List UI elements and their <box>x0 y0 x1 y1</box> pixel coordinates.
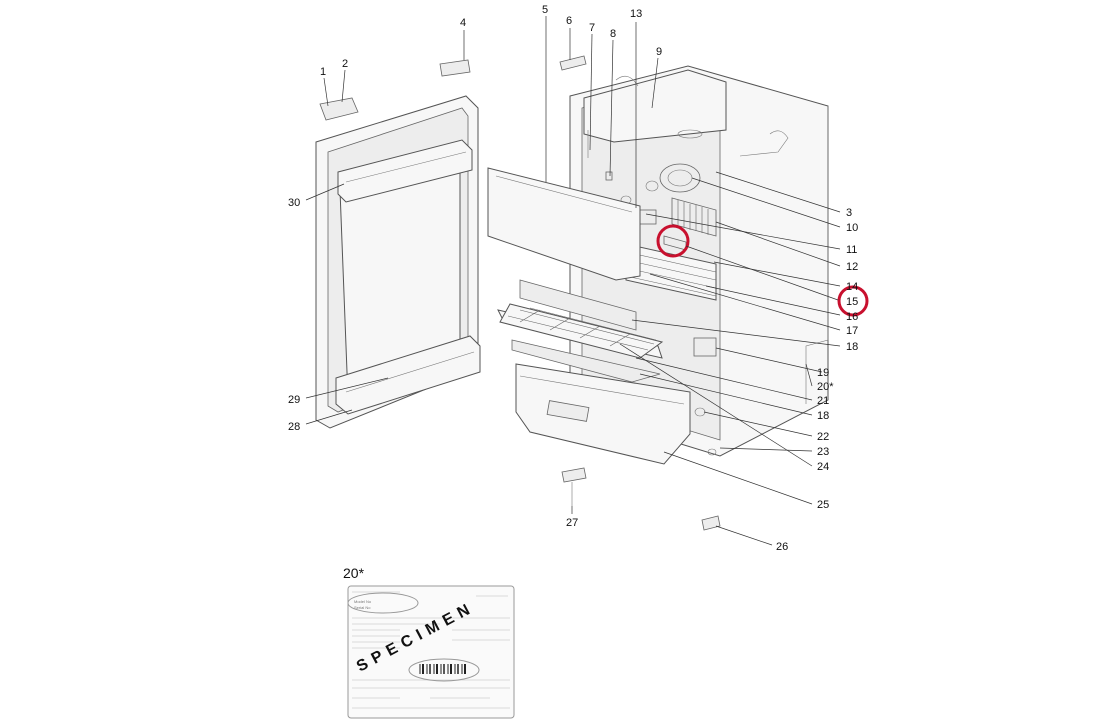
callout-8: 8 <box>610 28 616 40</box>
callout-18-upper: 18 <box>846 341 858 353</box>
callout-1: 1 <box>320 66 326 78</box>
highlight-circle-callout-15 <box>837 285 869 317</box>
callout-3: 3 <box>846 207 852 219</box>
callout-13: 13 <box>630 8 642 20</box>
callout-4: 4 <box>460 17 466 29</box>
callout-23: 23 <box>817 446 829 458</box>
inner-wire-shelf <box>625 243 717 301</box>
callout-6: 6 <box>566 15 572 27</box>
main-wire-shelf <box>497 303 664 359</box>
callout-15: 15 <box>846 296 858 308</box>
callout-11: 11 <box>846 244 857 256</box>
callout-30: 30 <box>288 197 300 209</box>
model-serial-oval <box>347 592 419 614</box>
callout-10: 10 <box>846 222 858 234</box>
callout-14: 14 <box>846 281 858 293</box>
callout-12: 12 <box>846 261 858 273</box>
callout-2: 2 <box>342 58 348 70</box>
callout-27: 27 <box>566 517 578 529</box>
model-no-label: Model No <box>354 599 372 604</box>
callout-29: 29 <box>288 394 300 406</box>
door-assembly <box>315 59 481 429</box>
callout-labels: 1 2 4 5 6 7 8 9 13 30 3 10 11 12 14 15 1… <box>288 4 858 553</box>
callout-28: 28 <box>288 421 300 433</box>
rating-plate: 20* Model No Serial No <box>343 565 515 719</box>
callout-26: 26 <box>776 541 788 553</box>
callout-24: 24 <box>817 461 829 473</box>
callout-22: 22 <box>817 431 829 443</box>
serial-no-label: Serial No <box>354 605 371 610</box>
barcode <box>419 664 466 674</box>
callout-25: 25 <box>817 499 829 511</box>
barcode-oval <box>408 658 480 682</box>
callout-5: 5 <box>542 4 548 16</box>
callout-9: 9 <box>656 46 662 58</box>
callout-7: 7 <box>589 22 595 34</box>
callout-16: 16 <box>846 311 858 323</box>
rating-plate-border <box>347 585 515 719</box>
rating-plate-heading: 20* <box>343 565 365 581</box>
callout-18-lower: 18 <box>817 410 829 422</box>
callout-17: 17 <box>846 325 858 337</box>
callout-21: 21 <box>817 395 829 407</box>
vent-grille <box>671 197 717 237</box>
highlight-circle-part <box>656 224 690 258</box>
callout-19: 19 <box>817 367 829 379</box>
callout-20: 20* <box>817 381 834 393</box>
removable-parts <box>487 167 721 531</box>
leader-lines <box>305 16 841 546</box>
